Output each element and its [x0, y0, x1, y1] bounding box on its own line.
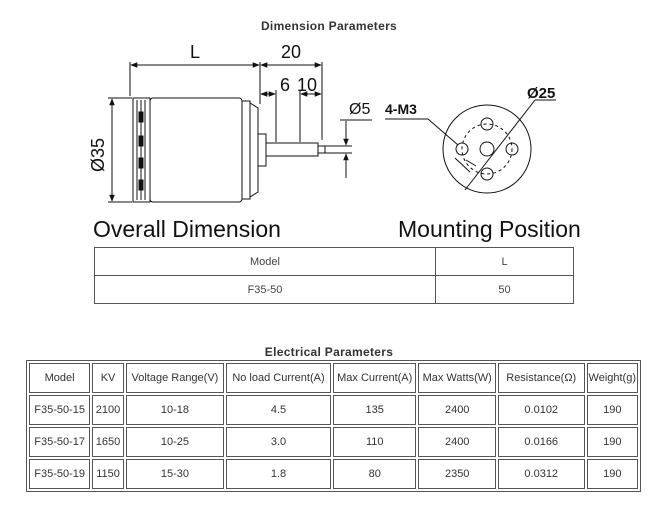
- table-cell: 80: [332, 459, 417, 489]
- column-header: KV: [92, 363, 124, 393]
- label-20: 20: [281, 42, 301, 62]
- column-header: Resistance(Ω): [497, 363, 585, 393]
- table-row: F35-50 50: [94, 275, 574, 304]
- table-cell: 190: [586, 459, 638, 489]
- table-cell: 190: [586, 395, 638, 425]
- motor-side-view: [132, 97, 352, 203]
- table-cell: 2400: [418, 395, 496, 425]
- table-row: F35-50-17 1650 10-25 3.0 110 2400 0.0166…: [29, 427, 638, 457]
- mounting-view: [385, 99, 556, 194]
- table-cell: 3.0: [226, 427, 331, 457]
- table-cell: F35-50: [94, 275, 436, 304]
- table-cell: 0.0102: [497, 395, 585, 425]
- label-phi25: Ø25: [527, 85, 555, 102]
- label-phi5: Ø5: [349, 101, 370, 118]
- column-header: No load Current(A): [226, 363, 331, 393]
- column-header: Max Watts(W): [418, 363, 496, 393]
- dimension-lines: [108, 62, 372, 203]
- label-10: 10: [297, 75, 317, 95]
- column-header: Voltage Range(V): [125, 363, 224, 393]
- motor-drawing: L 20 6 10 Ø5 4-M3 Ø25 Ø35 Overall Dimens…: [88, 42, 581, 242]
- table-cell: 2400: [418, 427, 496, 457]
- table-row: F35-50-19 1150 15-30 1.8 80 2350 0.0312 …: [29, 459, 638, 489]
- column-header: Model: [94, 247, 436, 276]
- table-cell: F35-50-17: [29, 427, 91, 457]
- electrical-table: Model KV Voltage Range(V) No load Curren…: [26, 360, 641, 492]
- table-cell: 0.0312: [497, 459, 585, 489]
- dimension-parameters-heading: Dimension Parameters: [260, 19, 398, 33]
- column-header: L: [435, 247, 574, 276]
- table-cell: 10-25: [125, 427, 224, 457]
- table-header-row: Model KV Voltage Range(V) No load Curren…: [29, 363, 638, 393]
- overall-dimension-caption: Overall Dimension: [93, 216, 281, 242]
- table-cell: 4.5: [226, 395, 331, 425]
- table-cell: 135: [332, 395, 417, 425]
- table-cell: 2100: [92, 395, 124, 425]
- table-cell: F35-50-19: [29, 459, 91, 489]
- table-header-row: Model L: [94, 247, 574, 276]
- electrical-parameters-heading: Electrical Parameters: [264, 345, 394, 359]
- table-row: F35-50-15 2100 10-18 4.5 135 2400 0.0102…: [29, 395, 638, 425]
- table-cell: 0.0166: [497, 427, 585, 457]
- drawing-labels: L 20 6 10 Ø5 4-M3 Ø25 Ø35 Overall Dimens…: [88, 42, 581, 242]
- table-cell: 2350: [418, 459, 496, 489]
- table-cell: 10-18: [125, 395, 224, 425]
- column-header: Weight(g): [586, 363, 638, 393]
- label-L: L: [190, 42, 200, 62]
- table-cell: F35-50-15: [29, 395, 91, 425]
- mounting-position-caption: Mounting Position: [398, 216, 581, 242]
- table-cell: 1150: [92, 459, 124, 489]
- table-cell: 110: [332, 427, 417, 457]
- column-header: Model: [29, 363, 91, 393]
- label-6: 6: [280, 75, 290, 95]
- table-cell: 190: [586, 427, 638, 457]
- label-4-m3: 4-M3: [385, 101, 417, 117]
- table-cell: 50: [435, 275, 574, 304]
- dimension-table: Model L F35-50 50: [94, 247, 574, 304]
- table-cell: 15-30: [125, 459, 224, 489]
- table-cell: 1.8: [226, 459, 331, 489]
- column-header: Max Current(A): [332, 363, 417, 393]
- table-cell: 1650: [92, 427, 124, 457]
- label-phi35: Ø35: [88, 138, 108, 172]
